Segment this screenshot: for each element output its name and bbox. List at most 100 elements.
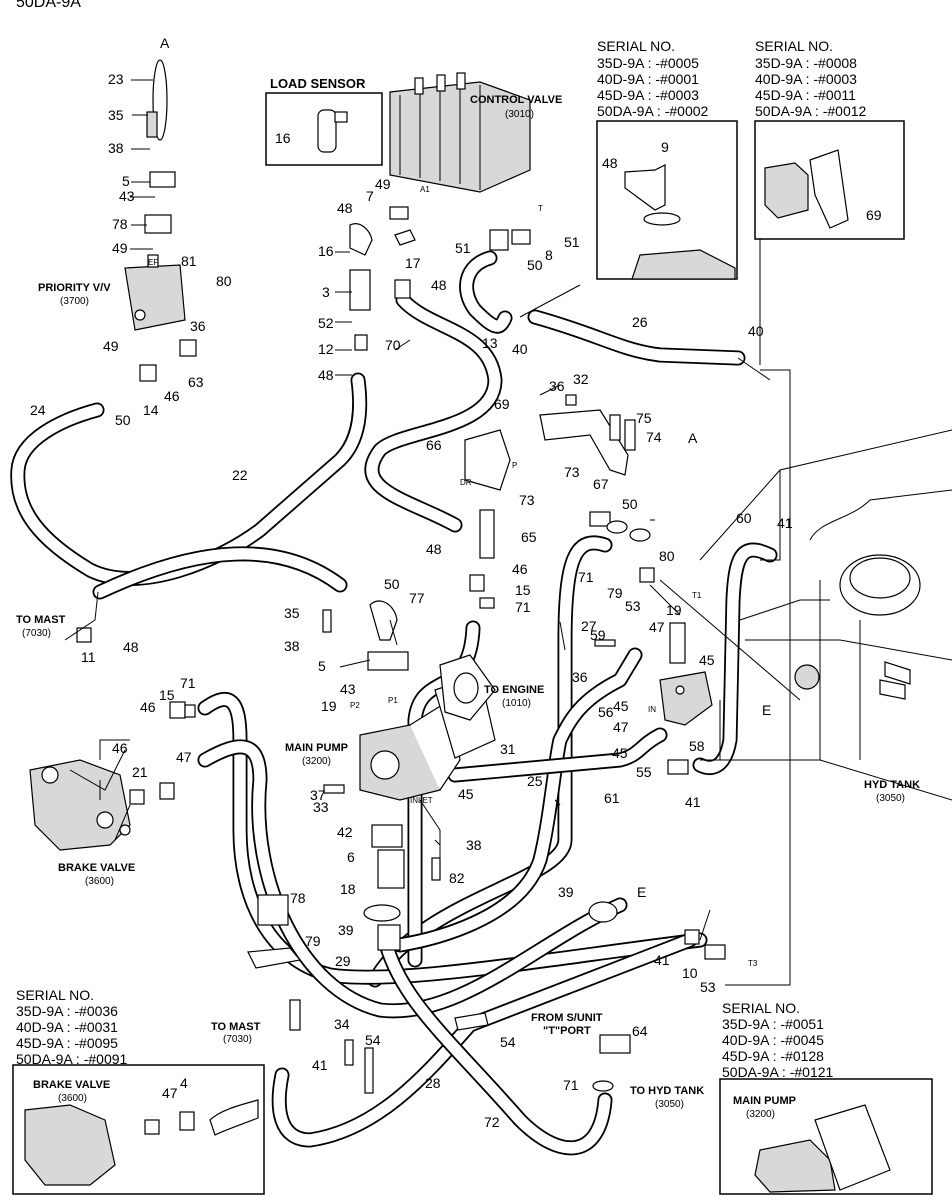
- inset-main-pump-label: MAIN PUMP: [733, 1095, 796, 1107]
- part-number-callout: 49: [112, 240, 128, 256]
- part-number-callout: 41: [685, 794, 701, 810]
- priority-valve: [124, 254, 186, 331]
- part-number-callout: 75: [636, 410, 652, 426]
- part-number-callout: 18: [340, 881, 356, 897]
- part-number-callout: 56: [598, 704, 614, 720]
- component-labels: CONTROL VALVE (3010) PRIORITY V/V (3700)…: [16, 35, 920, 1110]
- brake-valve: [29, 759, 131, 851]
- part-number-callout: 71: [563, 1077, 579, 1093]
- hyd-tank-frame: [699, 429, 952, 801]
- part-number-callout: 48: [337, 200, 353, 216]
- part-number-callout: 21: [132, 764, 148, 780]
- port-a2-label: A: [688, 430, 698, 446]
- serial-2-line-3: 45D-9A : -#0011: [755, 87, 856, 103]
- part-number-callout: 16: [275, 130, 291, 146]
- part-number-callout: 48: [431, 277, 447, 293]
- part-number-callouts: 2335385437849818036496314465024221148164…: [30, 71, 882, 1130]
- part-number-callout: 8: [545, 247, 553, 263]
- serial-3-line-4: 50DA-9A : -#0091: [16, 1051, 128, 1067]
- part-number-callout: 19: [666, 602, 682, 618]
- part-number-callout: 15: [159, 687, 175, 703]
- part-number-callout: 17: [405, 255, 421, 271]
- hyd-tank-no: (3050): [876, 793, 905, 804]
- part-number-callout: 47: [176, 749, 192, 765]
- part-number-callout: 79: [305, 933, 321, 949]
- from-sunit-label: FROM S/UNIT: [531, 1012, 603, 1024]
- part-number-callout: 39: [558, 884, 574, 900]
- part-number-callout: 41: [312, 1057, 328, 1073]
- part-number-callout: 46: [112, 740, 128, 756]
- serial-box-2: SERIAL NO. 35D-9A : -#0008 40D-9A : -#00…: [754, 38, 905, 240]
- part-number-callout: 82: [449, 870, 465, 886]
- hoses: [10, 250, 778, 1156]
- part-number-callout: 4: [180, 1075, 188, 1091]
- port-dr-label: DR: [460, 478, 472, 487]
- to-hyd-tank-label: TO HYD TANK: [630, 1085, 704, 1097]
- part-number-callout: 36: [572, 669, 588, 685]
- part-number-callout: 41: [654, 952, 670, 968]
- part-number-callout: 50: [115, 412, 131, 428]
- part-number-callout: 48: [123, 639, 139, 655]
- part-number-callout: 48: [602, 155, 618, 171]
- port-e2-label: E: [637, 884, 646, 900]
- part-number-callout: 65: [521, 529, 537, 545]
- serial-3-line-2: 40D-9A : -#0031: [16, 1019, 118, 1035]
- serial-1-line-4: 50DA-9A : -#0002: [597, 103, 709, 119]
- port-a1-label: A1: [420, 185, 430, 194]
- part-number-callout: 42: [337, 824, 353, 840]
- serial-2-line-1: 35D-9A : -#0008: [755, 55, 857, 71]
- t-port-label: "T"PORT: [543, 1025, 591, 1037]
- part-number-callout: 61: [604, 790, 620, 806]
- serial-4-line-4: 50DA-9A : -#0121: [722, 1064, 834, 1080]
- part-number-callout: 78: [290, 890, 306, 906]
- block-58: [659, 671, 713, 726]
- part-number-callout: 72: [484, 1114, 500, 1130]
- part-number-callout: 45: [458, 786, 474, 802]
- flange-31: [439, 654, 496, 721]
- part-number-callout: 81: [181, 253, 197, 269]
- priority-valve-label: PRIORITY V/V: [38, 282, 111, 294]
- part-number-callout: 71: [515, 599, 531, 615]
- part-number-callout: 54: [500, 1034, 516, 1050]
- hyd-tank-label: HYD TANK: [864, 779, 920, 791]
- part-number-callout: 16: [318, 243, 334, 259]
- small-parts: [76, 59, 726, 1094]
- part-number-callout: 51: [564, 234, 580, 250]
- serial-3-heading: SERIAL NO.: [16, 987, 94, 1003]
- part-number-callout: 55: [636, 764, 652, 780]
- part-number-callout: 71: [180, 675, 196, 691]
- port-t3-label: T3: [748, 959, 758, 968]
- bracket-69: [464, 409, 629, 491]
- part-number-callout: 47: [162, 1085, 178, 1101]
- port-p-label: P: [512, 461, 517, 470]
- to-engine-label: TO ENGINE: [484, 684, 544, 696]
- inset-brake-valve-no: (3600): [58, 1093, 87, 1104]
- part-number-callout: 23: [108, 71, 124, 87]
- part-number-callout: 41: [777, 515, 793, 531]
- part-number-callout: 50: [527, 257, 543, 273]
- serial-box-4: SERIAL NO. 35D-9A : -#0051 40D-9A : -#00…: [719, 1000, 933, 1195]
- brake-valve-label: BRAKE VALVE: [58, 862, 135, 874]
- part-number-callout: 29: [335, 953, 351, 969]
- brake-valve-no: (3600): [85, 876, 114, 887]
- part-number-callout: 74: [646, 429, 662, 445]
- part-number-callout: 53: [700, 979, 716, 995]
- part-number-callout: 37: [310, 787, 326, 803]
- port-in-label: IN: [648, 705, 656, 714]
- part-number-callout: 73: [519, 492, 535, 508]
- part-number-callout: 15: [515, 582, 531, 598]
- serial-1-heading: SERIAL NO.: [597, 38, 675, 54]
- part-number-callout: 36: [190, 318, 206, 334]
- part-number-callout: 53: [625, 598, 641, 614]
- part-number-callout: 43: [340, 681, 356, 697]
- inset-main-pump-no: (3200): [746, 1109, 775, 1120]
- control-valve-label: CONTROL VALVE: [470, 94, 562, 106]
- part-number-callout: 78: [112, 216, 128, 232]
- serial-4-line-1: 35D-9A : -#0051: [722, 1016, 824, 1032]
- serial-2-line-4: 50DA-9A : -#0012: [755, 103, 867, 119]
- to-mast2-label: TO MAST: [211, 1021, 261, 1033]
- part-number-callout: 48: [426, 541, 442, 557]
- part-number-callout: 32: [573, 371, 589, 387]
- part-number-callout: 77: [409, 590, 425, 606]
